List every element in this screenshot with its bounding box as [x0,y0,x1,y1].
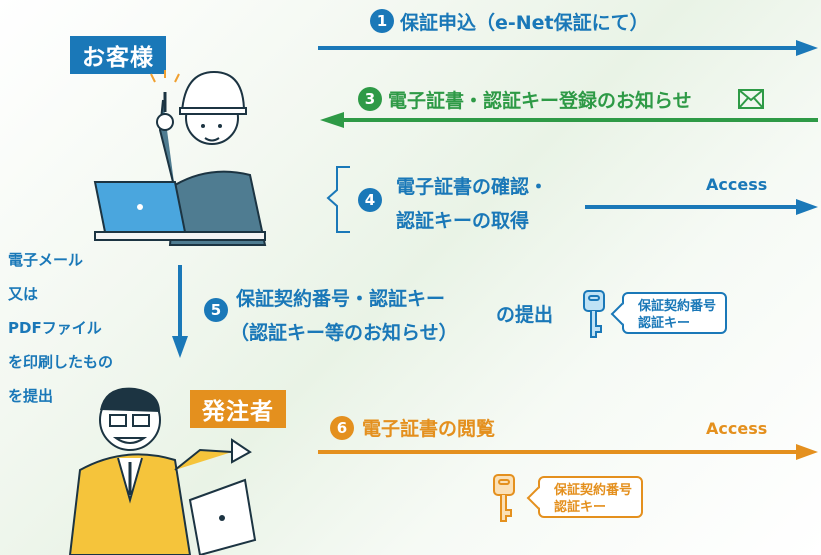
step-5-suffix: の提出 [496,304,554,326]
step-6-label: 電子証書の閲覧 [362,418,496,440]
step-5-number: 5 [204,298,228,322]
side-note: 電子メール 又は PDFファイル を印刷したもの を提出 [8,243,113,413]
card-line-contract-number: 保証契約番号 [554,483,633,498]
customer-badge: お客様 [70,36,166,74]
card-line-contract-number: 保証契約番号 [638,299,717,314]
card-line-auth-key: 認証キー [554,500,607,515]
step-4-label-line2: 認証キーの取得 [396,210,530,232]
key-info-card-orange: 保証契約番号 認証キー [538,476,643,518]
access-label-step-6: Access [706,419,768,438]
side-note-line: 電子メール [8,251,84,269]
step-3-number: 3 [358,87,382,111]
step-3-label: 電子証書・認証キー登録のお知らせ [388,90,692,112]
key-icon [493,474,515,522]
step-6-number: 6 [330,416,354,440]
laptop-icon [93,181,266,241]
laptop-icon [188,478,257,555]
step-1-label: 保証申込（e-Net保証にて） [400,12,649,34]
step-4-number: 4 [358,188,382,212]
orderer-badge: 発注者 [190,390,286,428]
card-line-auth-key: 認証キー [638,316,691,331]
step-4-label-line1: 電子証書の確認・ [396,176,549,198]
key-info-card-blue: 保証契約番号 認証キー [622,292,727,334]
step-1-number: 1 [370,9,394,33]
step-5-label-line2: （認証キー等のお知らせ） [230,322,458,344]
side-note-line: 又は [8,285,39,303]
key-icon [583,290,605,338]
envelope-icon [738,89,764,109]
side-note-line: PDFファイル [8,319,102,337]
access-label-step-4: Access [706,175,768,194]
side-note-line: を印刷したもの [8,353,114,371]
step-5-label-line1: 保証契約番号・認証キー [236,288,446,310]
side-note-line: を提出 [8,387,54,405]
